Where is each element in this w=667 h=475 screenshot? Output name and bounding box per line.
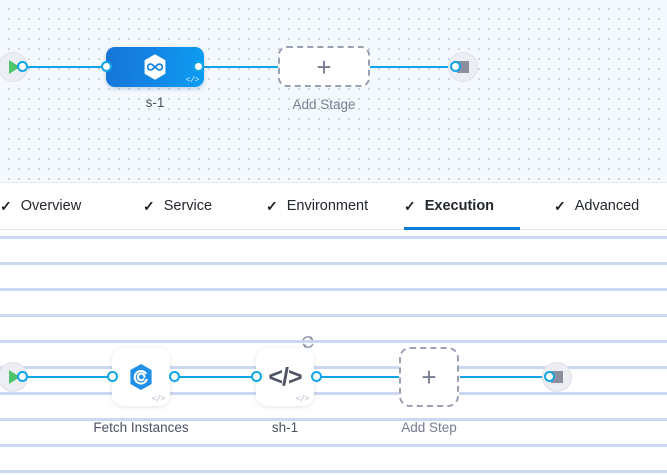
connector-line-sh1-to-add — [316, 376, 400, 378]
stage-node-input-port[interactable] — [101, 61, 112, 72]
check-icon: ✓ — [143, 197, 155, 214]
check-icon: ✓ — [0, 197, 12, 214]
plus-icon: + — [316, 51, 332, 82]
check-icon: ✓ — [266, 197, 278, 214]
sh-1-label: sh-1 — [271, 420, 299, 435]
step-end-input-port[interactable] — [544, 371, 555, 382]
fetch-instances-input-port[interactable] — [107, 371, 118, 382]
tab-execution-label: Execution — [424, 197, 495, 214]
step-code-badge: </> — [151, 395, 166, 404]
fetch-instances-label: Fetch Instances — [93, 420, 189, 435]
stage-start-node[interactable] — [0, 52, 28, 82]
tab-execution[interactable]: ✓ Execution — [404, 183, 520, 230]
stage-node-label: s-1 — [145, 95, 165, 110]
add-step-button[interactable]: + — [399, 347, 459, 407]
check-icon: ✓ — [554, 197, 566, 214]
connector-line-add-to-end — [368, 66, 456, 68]
add-step-label: Add Step — [401, 420, 457, 435]
tab-advanced-label: Advanced — [574, 197, 640, 214]
connector-line-start-to-stage — [22, 66, 114, 68]
tab-service-label: Service — [163, 197, 213, 214]
play-icon — [9, 60, 20, 74]
stage-node-s-1[interactable]: </> — [106, 47, 204, 87]
tab-advanced[interactable]: ✓ Advanced — [554, 183, 639, 230]
shell-script-code-icon: </> — [268, 362, 302, 391]
add-stage-button[interactable]: + — [278, 46, 370, 87]
tab-overview[interactable]: ✓ Overview — [0, 183, 81, 230]
loop-repeat-icon — [302, 336, 314, 348]
stage-code-badge: </> — [185, 76, 200, 85]
step-code-badge: </> — [295, 395, 310, 404]
step-node-fetch-instances[interactable]: </> — [112, 348, 170, 406]
stage-node-output-port[interactable] — [193, 61, 204, 72]
tab-environment[interactable]: ✓ Environment — [266, 183, 368, 230]
step-node-sh-1[interactable]: </> </> — [256, 336, 314, 406]
fetch-instances-output-port[interactable] — [169, 371, 180, 382]
tab-overview-label: Overview — [20, 197, 82, 214]
tab-service[interactable]: ✓ Service — [143, 183, 212, 230]
step-start-output-port[interactable] — [17, 371, 28, 382]
plus-icon: + — [421, 362, 437, 392]
sh-1-input-port[interactable] — [251, 371, 262, 382]
check-icon: ✓ — [404, 197, 416, 214]
add-stage-label: Add Stage — [292, 97, 356, 112]
harness-hexagon-spiral-icon — [130, 364, 152, 390]
connector-line-fetch-to-sh1 — [174, 376, 256, 378]
stage-config-tabs: ✓ Overview ✓ Service ✓ Environment ✓ Exe… — [0, 182, 667, 230]
play-icon — [9, 370, 20, 384]
connector-line-stage-to-add — [198, 66, 280, 68]
stage-start-output-port[interactable] — [17, 61, 28, 72]
stage-end-input-port[interactable] — [450, 61, 461, 72]
connector-line-start-to-fetch — [22, 376, 115, 378]
execution-graph-canvas[interactable]: </> Fetch Instances </> </> sh-1 + Add S… — [0, 230, 667, 475]
connector-line-add-to-end — [460, 376, 550, 378]
stage-graph-canvas[interactable]: </> s-1 + Add Stage — [0, 0, 667, 182]
tab-environment-label: Environment — [286, 197, 369, 214]
harness-hexagon-infinity-icon — [144, 54, 166, 80]
sh-1-output-port[interactable] — [311, 371, 322, 382]
